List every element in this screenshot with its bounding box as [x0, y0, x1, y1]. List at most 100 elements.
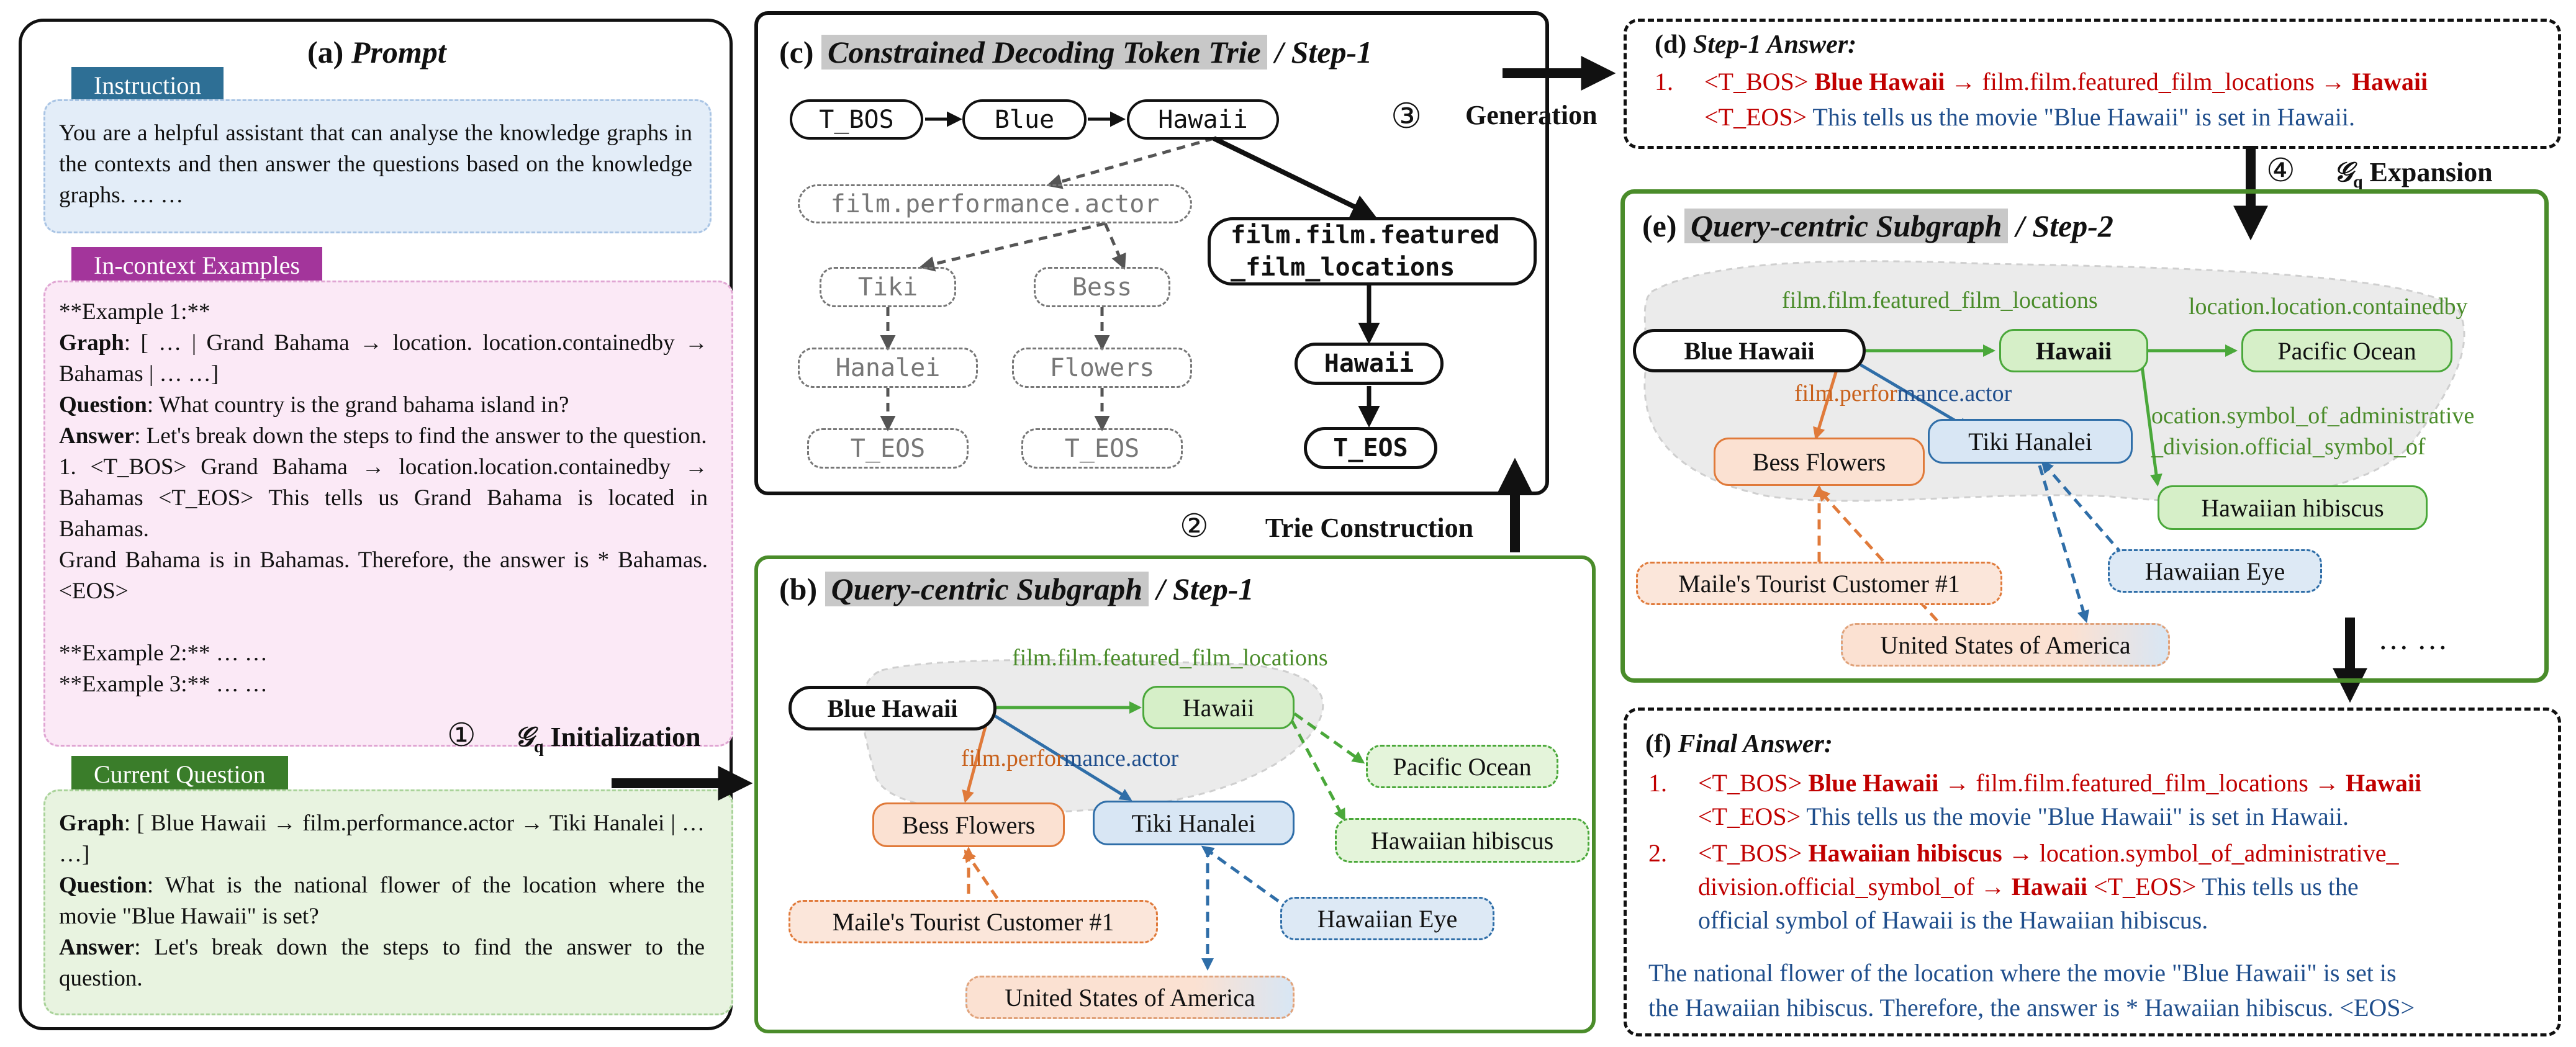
circle-4: ④ — [2266, 153, 2295, 189]
step2-edge-actor-part1: film.perfor — [1794, 380, 1897, 407]
final-answer-2-pre: <T_BOS> — [1698, 839, 1809, 867]
final-answer-2-mid: → location.symbol_of_administrative_ — [2002, 839, 2399, 867]
step2-node-blue-hawaii: Blue Hawaii — [1633, 329, 1866, 372]
trie-node-t-bos: T_BOS — [790, 99, 923, 140]
step1-answer-bold1: Blue Hawaii — [1814, 68, 1945, 96]
final-answer-1-b1: Blue Hawaii — [1808, 769, 1939, 797]
final-answer-2-b1: Hawaiian hibiscus — [1808, 839, 2002, 867]
subgraph-step1-panel — [754, 555, 1596, 1033]
circle-3: ③ — [1391, 97, 1422, 136]
step2-edge-featured: film.film.featured_film_locations — [1782, 287, 2098, 313]
step2-edge-symbol-line2: _division.official_symbol_of — [2151, 434, 2426, 460]
cq-answer: Answer: Let's break down the steps to fi… — [59, 932, 705, 994]
trie-node-tiki: Tiki — [820, 267, 956, 307]
step1-answer-panel — [1624, 19, 2561, 149]
trie-node-hawaii: Hawaii — [1127, 99, 1279, 140]
expansion-label: ④ 𝒢q Expansion — [2266, 152, 2493, 192]
example1-question-text: : What country is the grand bahama islan… — [147, 392, 569, 418]
step2-node-maile: Maile's Tourist Customer #1 — [1636, 562, 2002, 605]
step1-answer-num: 1. — [1655, 68, 1673, 96]
trie-construction-label: ② Trie Construction — [1180, 508, 1473, 545]
final-answer-panel — [1624, 708, 2561, 1036]
final-answer-1-explain: This tells us the movie "Blue Hawaii" is… — [1801, 802, 2349, 830]
step1-answer-mid: → film.film.featured_film_locations → — [1945, 68, 2352, 96]
step1-edge-actor: film.performance.actor — [961, 745, 1178, 772]
final-answer-1-mid: → film.film.featured_film_locations → — [1938, 769, 2346, 797]
step1-answer-title-name: Step-1 Answer: — [1692, 30, 1857, 59]
example1-answer-text: : Let's break down the steps to find the… — [134, 423, 707, 449]
final-answer-title-name: Final Answer: — [1678, 730, 1833, 758]
trie-node-hawaii-2: Hawaii — [1295, 343, 1444, 385]
step1-edge-featured: film.film.featured_film_locations — [1012, 645, 1328, 671]
init-label-text: Initialization — [550, 722, 701, 752]
trie-panel — [754, 11, 1549, 495]
step2-edge-symbol-line1: ocation.symbol_of_administrative — [2151, 403, 2475, 429]
example1-step: 1. <T_BOS> Grand Bahama → location.locat… — [59, 454, 708, 542]
final-answer-2-num: 2. — [1648, 839, 1667, 867]
trie-node-hanalei: Hanalei — [798, 348, 978, 388]
final-answer-1-pre: <T_BOS> — [1698, 769, 1809, 797]
trie-title: (c) Constrained Decoding Token Trie / St… — [779, 34, 1372, 70]
cq-graph: Graph: [ Blue Hawaii → film.performance.… — [59, 808, 705, 870]
final-conclusion-line1: The national flower of the location wher… — [1648, 959, 2397, 987]
trie-construction-text: Trie Construction — [1265, 513, 1474, 543]
cq-question-text: : What is the national flower of the loc… — [59, 873, 705, 929]
final-answer-1: 1. <T_BOS> Blue Hawaii → film.film.featu… — [1648, 766, 2422, 834]
g-sub-4: q — [2352, 172, 2363, 192]
step2-node-hawaiian-eye: Hawaiian Eye — [2108, 549, 2322, 593]
expansion-text: Expansion — [2369, 157, 2493, 187]
step1-answer-title: (d) Step-1 Answer: — [1655, 30, 1856, 60]
example1-question: Question: What country is the grand baha… — [59, 390, 708, 421]
final-conclusion: The national flower of the location wher… — [1648, 956, 2415, 1025]
trie-title-label: (c) — [779, 35, 814, 70]
step2-node-usa: United States of America — [1841, 623, 2170, 667]
final-answer-2-l2b: Hawaii — [2011, 873, 2088, 901]
cq-answer-label: Answer — [59, 935, 135, 960]
subgraph-step2-panel — [1620, 189, 2549, 683]
final-answer-2-l2-explain: This tells us the — [2196, 873, 2359, 901]
step2-node-tiki-hanalei: Tiki Hanalei — [1928, 419, 2133, 464]
final-answer-2-line3: official symbol of Hawaii is the Hawaiia… — [1698, 906, 2208, 934]
final-answer-2-l2a: division.official_symbol_of → — [1698, 873, 2012, 901]
cq-answer-text: : Let's break down the steps to find the… — [59, 935, 705, 991]
example1-graph-label: Graph — [59, 330, 124, 356]
current-question-tag: Current Question — [71, 756, 288, 793]
step1-node-hawaiian-hibiscus: Hawaiian hibiscus — [1335, 818, 1589, 863]
example2: **Example 2:** … … — [59, 640, 268, 666]
g-sub-1: q — [533, 737, 544, 757]
step2-node-pacific-ocean: Pacific Ocean — [2241, 329, 2452, 372]
step1-answer-explain: This tells us the movie "Blue Hawaii" is… — [1807, 103, 2356, 131]
trie-node-t-eos-1: T_EOS — [807, 428, 969, 469]
step1-answer-bold2: Hawaii — [2351, 68, 2428, 96]
step1-node-usa: United States of America — [965, 976, 1295, 1019]
step2-node-hawaiian-hibiscus: Hawaiian hibiscus — [2158, 485, 2428, 530]
step1-answer-pre: <T_BOS> — [1704, 68, 1815, 96]
trie-node-bess: Bess — [1034, 267, 1170, 307]
step2-node-bess-flowers: Bess Flowers — [1714, 438, 1925, 486]
final-answer-1-line2: <T_EOS> This tells us the movie "Blue Ha… — [1698, 800, 2421, 834]
subgraph-step2-title-label: (e) — [1642, 209, 1677, 243]
current-question-box — [43, 789, 733, 1015]
example1-answer: Answer: Let's break down the steps to fi… — [59, 421, 708, 452]
step1-answer-title-label: (d) — [1655, 30, 1687, 59]
step1-answer-line2: <T_EOS> This tells us the movie "Blue Ha… — [1704, 102, 2355, 132]
generation-label: Generation — [1465, 100, 1598, 130]
step2-edge-actor-part2: mance.actor — [1897, 380, 2012, 407]
g-symbol-4: 𝒢 — [2333, 157, 2353, 187]
final-answer-2: 2. <T_BOS> Hawaiian hibiscus → location.… — [1648, 837, 2399, 937]
final-answer-2-l2c: <T_EOS> — [2087, 873, 2197, 901]
trie-title-name: Constrained Decoding Token Trie — [821, 35, 1267, 70]
circle-2: ② — [1180, 509, 1209, 544]
step2-edge-symbol: ocation.symbol_of_administrative _divisi… — [2151, 400, 2474, 462]
final-answer-1-b2: Hawaii — [2345, 769, 2422, 797]
step1-node-maile: Maile's Tourist Customer #1 — [789, 900, 1158, 943]
trie-node-t-eos-3: T_EOS — [1304, 427, 1437, 469]
example3: **Example 3:** … … — [59, 672, 268, 697]
cq-question: Question: What is the national flower of… — [59, 870, 705, 932]
instruction-tag: Instruction — [71, 67, 224, 104]
circle-1: ① — [447, 718, 476, 753]
step1-node-tiki-hanalei: Tiki Hanalei — [1093, 801, 1295, 845]
example1-header: **Example 1:** — [59, 299, 210, 325]
prompt-title-label: (a) — [307, 35, 344, 70]
